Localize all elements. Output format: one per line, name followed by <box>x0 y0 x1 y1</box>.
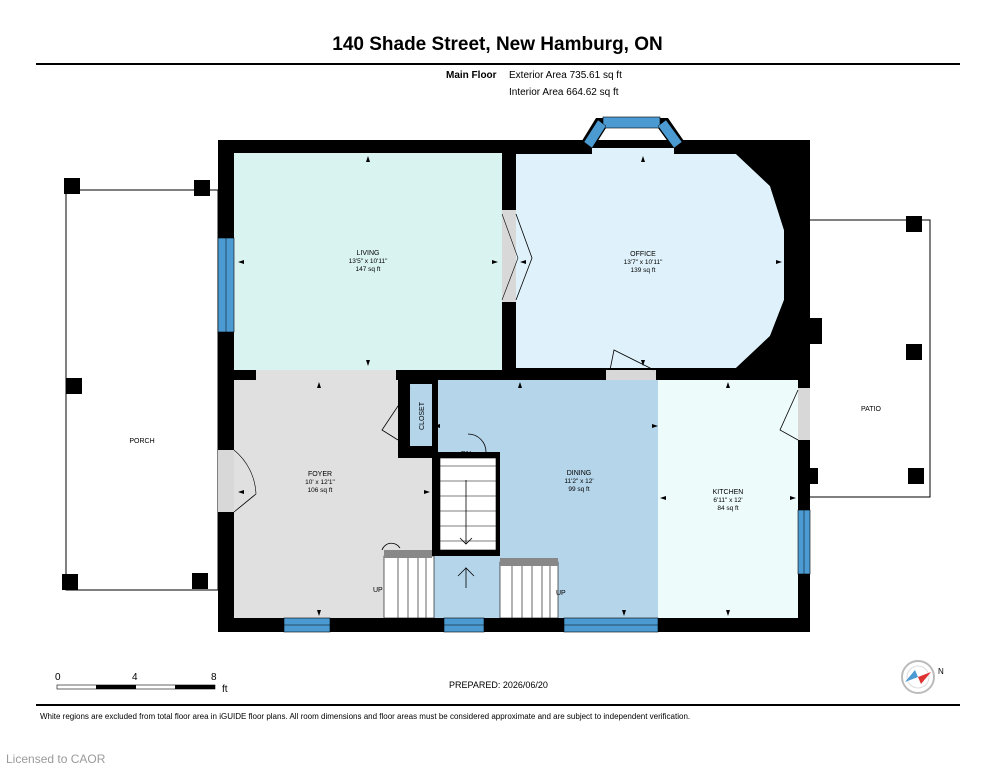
living-dims: 13'5" x 10'11" <box>349 258 388 265</box>
scale-tick-0: 0 <box>55 672 61 683</box>
scale-bar: 0 4 8 ft <box>55 672 228 695</box>
doors <box>218 210 810 513</box>
porch-post <box>194 180 210 196</box>
windows <box>217 237 811 633</box>
kitchen-room <box>658 380 798 618</box>
kitchen-area: 84 sq ft <box>717 505 739 512</box>
patio: PATIO <box>808 216 931 498</box>
bay-window <box>580 116 686 156</box>
porch-label: PORCH <box>129 438 154 445</box>
living-area: 147 sq ft <box>356 266 381 273</box>
patio-post <box>906 216 922 232</box>
up-left-label: UP <box>373 587 383 594</box>
closet-label: CLOSET <box>419 401 426 430</box>
prepared-date: PREPARED: 2026/06/20 <box>449 680 548 690</box>
exterior-area: Exterior Area 735.61 sq ft <box>509 70 622 81</box>
license-watermark: Licensed to CAOR <box>6 752 106 766</box>
dining-area: 99 sq ft <box>568 486 590 493</box>
stairs-up-left <box>383 555 435 619</box>
room-labels: LIVING 13'5" x 10'11" 147 sq ft OFFICE 1… <box>305 250 743 512</box>
kitchen-name: KITCHEN <box>713 489 744 496</box>
down-label: DN <box>461 451 471 458</box>
office-area: 139 sq ft <box>631 267 656 274</box>
compass-north: N <box>938 667 944 676</box>
stairs-down <box>439 457 497 551</box>
patio-outline <box>808 219 931 498</box>
scale-unit: ft <box>222 684 228 695</box>
footer-divider <box>36 704 960 706</box>
floor-label: Main Floor <box>446 70 497 81</box>
closet <box>410 384 432 446</box>
dining-dims: 11'2" x 12' <box>564 478 593 485</box>
up-right-label: UP <box>556 590 566 597</box>
porch-post <box>192 573 208 589</box>
title-divider <box>36 63 960 65</box>
patio-label: PATIO <box>861 406 882 413</box>
disclaimer: White regions are excluded from total fl… <box>40 712 691 721</box>
patio-post <box>808 468 818 484</box>
interior-area: Interior Area 664.62 sq ft <box>509 87 619 98</box>
porch: PORCH <box>62 178 219 591</box>
page-title: 140 Shade Street, New Hamburg, ON <box>332 34 663 55</box>
office-room <box>516 154 784 368</box>
porch-outline <box>65 189 219 591</box>
foyer-area: 106 sq ft <box>308 487 333 494</box>
scale-tick-4: 4 <box>132 672 138 683</box>
compass-icon: N <box>901 660 944 694</box>
dimension-markers <box>238 156 796 616</box>
porch-post <box>66 378 82 394</box>
living-name: LIVING <box>357 250 380 257</box>
patio-post <box>908 468 924 484</box>
kitchen-dims: 6'11" x 12' <box>713 497 742 504</box>
foyer-dims: 10' x 12'1" <box>305 479 335 486</box>
interior-wall <box>234 370 798 380</box>
porch-post <box>64 178 80 194</box>
patio-post <box>906 344 922 360</box>
porch-post <box>62 574 78 590</box>
dining-name: DINING <box>567 470 592 477</box>
scale-tick-8: 8 <box>211 672 217 683</box>
office-name: OFFICE <box>630 251 656 258</box>
patio-post <box>808 318 822 344</box>
foyer-name: FOYER <box>308 471 332 478</box>
stairs-up-right <box>499 561 559 619</box>
living-room <box>234 153 502 370</box>
office-dims: 13'7" x 10'11" <box>624 259 663 266</box>
